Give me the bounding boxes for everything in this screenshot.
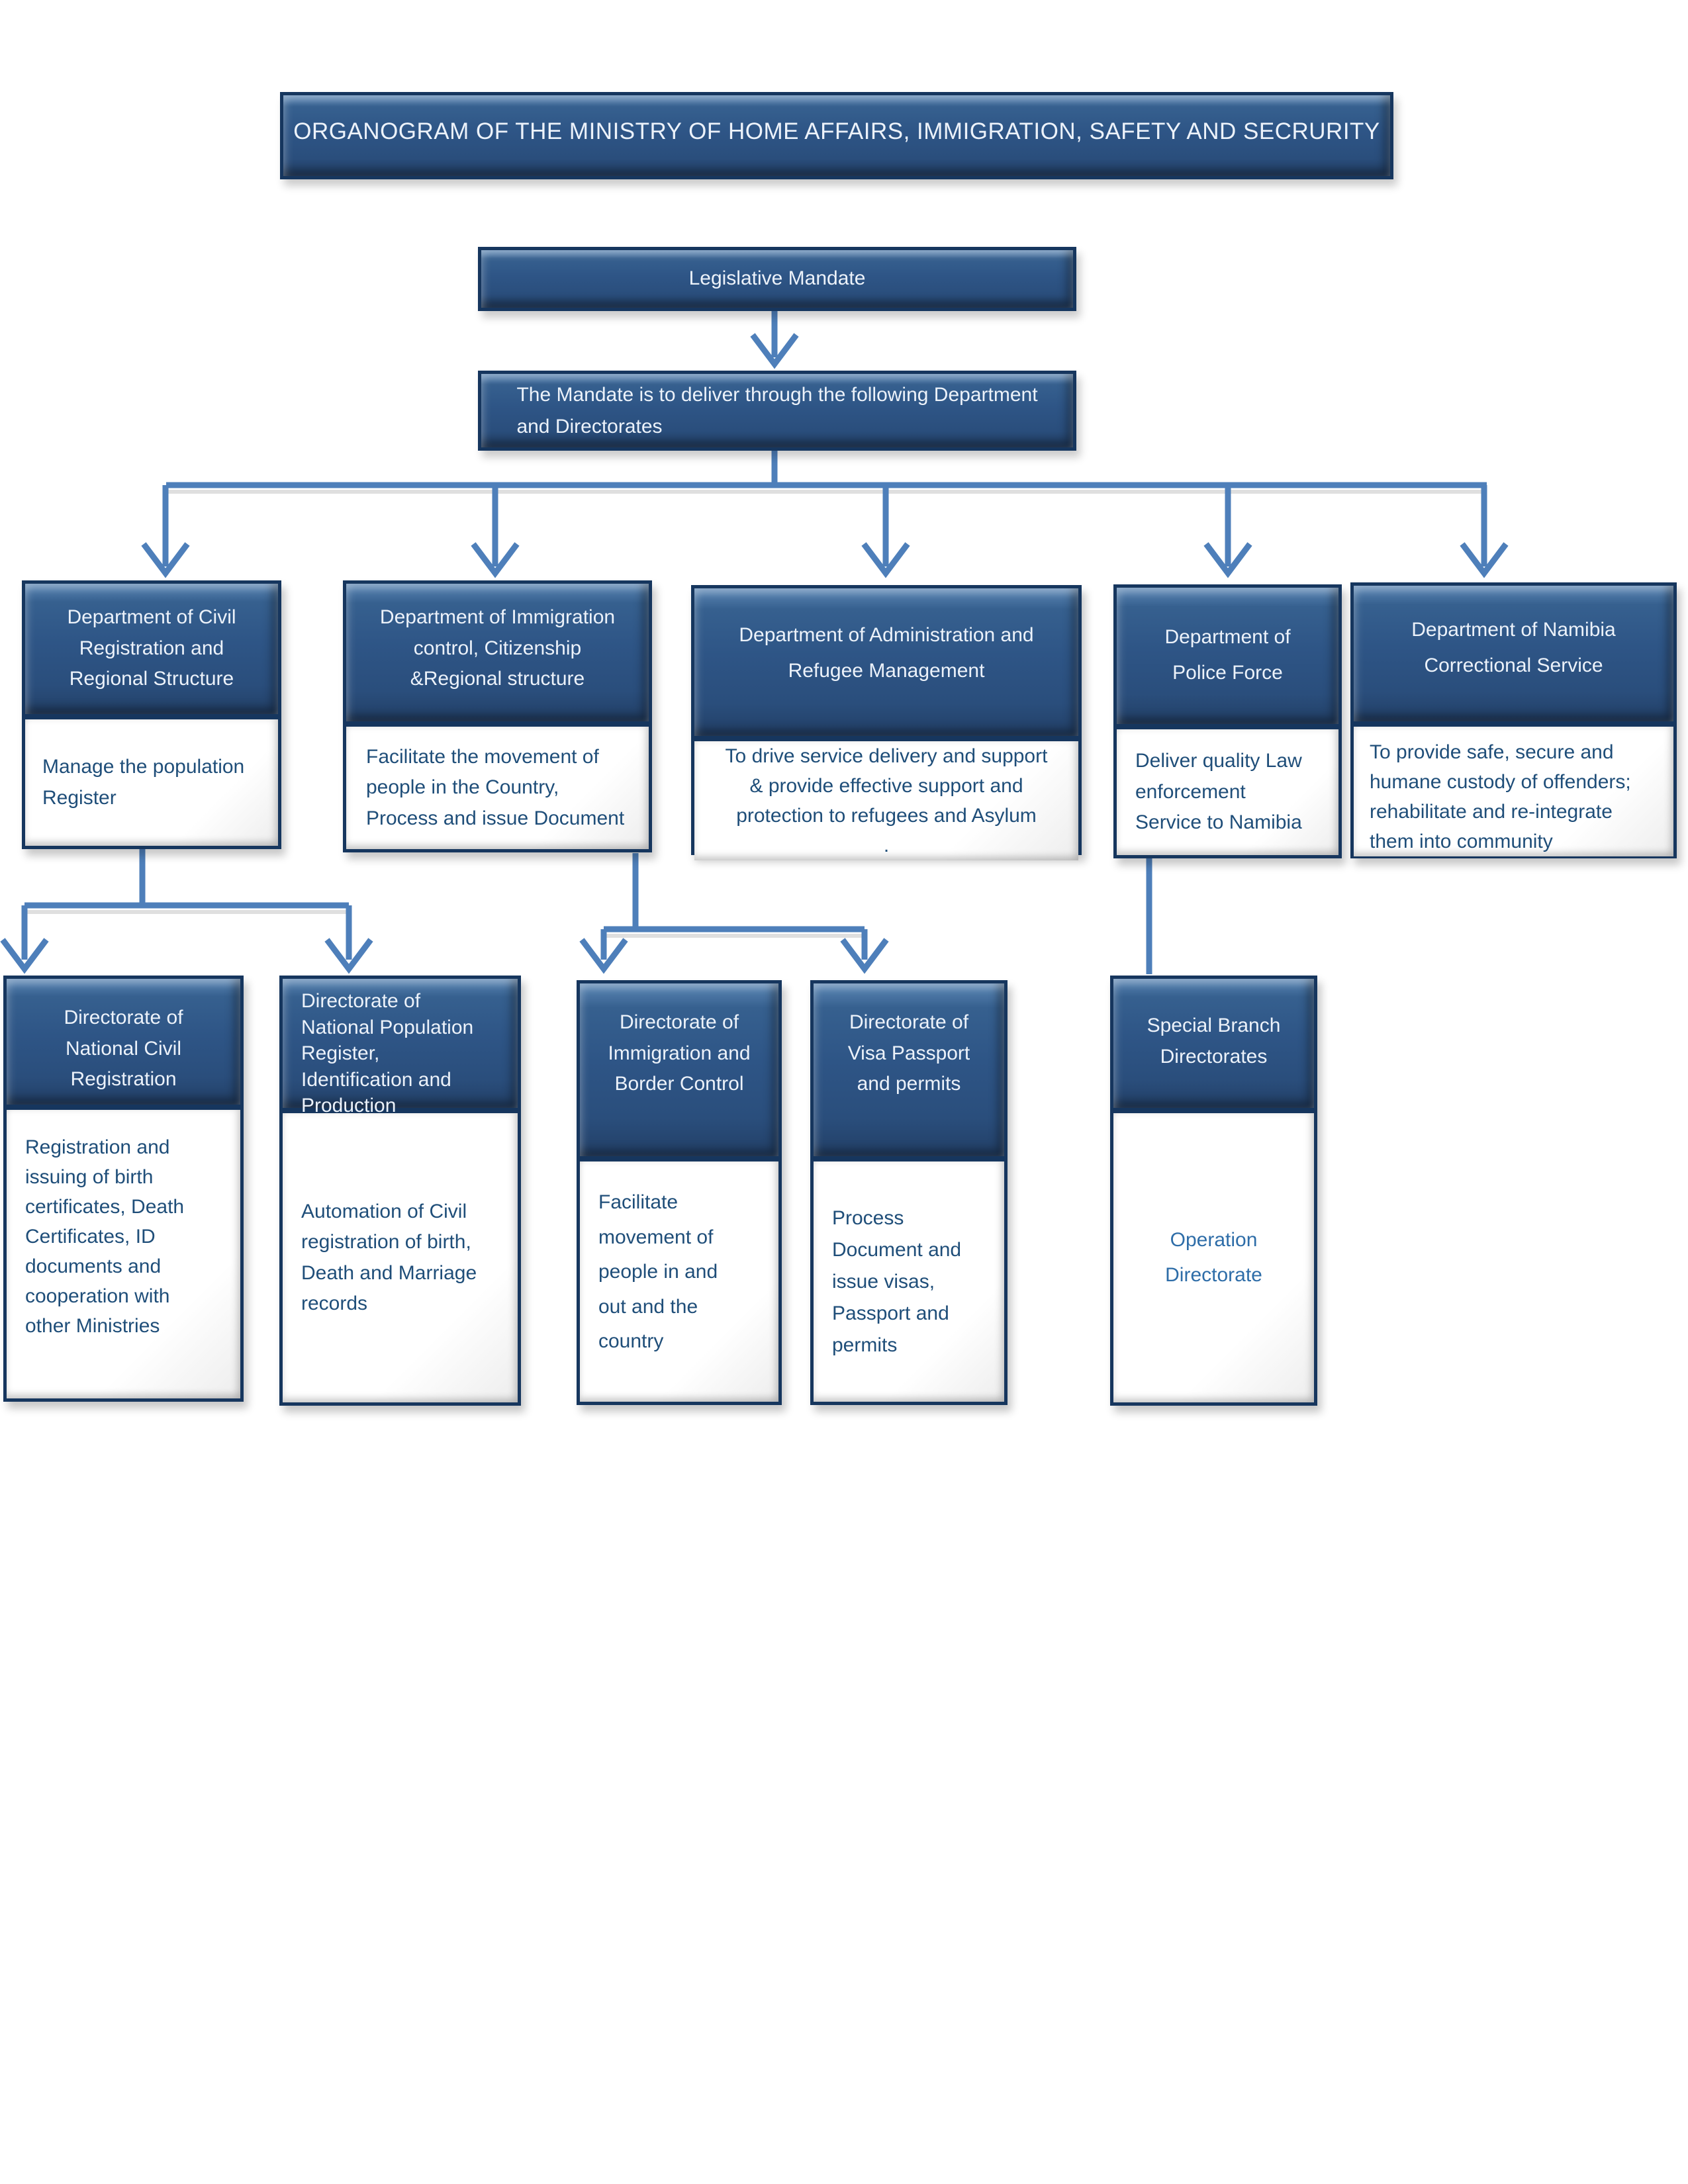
- dir-immigration-border-control-mandate: Facilitate movement of people in and out…: [598, 1191, 718, 1352]
- dept-administration-refugee-header: Department of Administration and Refugee…: [739, 624, 1034, 682]
- dir-national-civil-registration-header: Directorate of National Civil Registrati…: [64, 1007, 183, 1090]
- arrow-legislative-to-delivery: [750, 310, 799, 369]
- dept-civil-registration-header: Department of Civil Registration and Reg…: [67, 606, 236, 690]
- dept-civil-registration-mandate: Manage the population Register: [42, 756, 245, 809]
- dir-immigration-border-control: Directorate of Immigration and Border Co…: [577, 980, 782, 1405]
- dept-namibia-correctional-header: Department of Namibia Correctional Servi…: [1411, 619, 1616, 676]
- dir-visa-passport-permits-header: Directorate of Visa Passport and permits: [847, 1011, 970, 1095]
- mandate-delivery-box: The Mandate is to deliver through the fo…: [478, 371, 1076, 451]
- dir-special-branch: Special Branch Directorates Operation Di…: [1110, 976, 1317, 1406]
- dept-police-force: Department of Police Force Deliver quali…: [1113, 584, 1342, 858]
- dept-immigration-control-mandate: Facilitate the movement of people in the…: [366, 745, 625, 829]
- dir-national-civil-registration-mandate: Registration and issuing of birth certif…: [25, 1136, 185, 1337]
- dept-namibia-correctional-mandate: To provide safe, secure and humane custo…: [1370, 741, 1631, 852]
- organogram-title-box: ORGANOGRAM OF THE MINISTRY OF HOME AFFAI…: [280, 92, 1393, 179]
- dir-national-population-register-header: Directorate of National Population Regis…: [301, 990, 474, 1117]
- connector-dept2-directorates: [579, 853, 889, 974]
- dept-administration-refugee-mandate: To drive service delivery and support & …: [725, 745, 1048, 856]
- dir-national-population-register: Directorate of National Population Regis…: [279, 976, 521, 1406]
- dept-namibia-correctional: Department of Namibia Correctional Servi…: [1350, 582, 1677, 858]
- dept-administration-refugee: Department of Administration and Refugee…: [691, 585, 1082, 860]
- dir-immigration-border-control-header: Directorate of Immigration and Border Co…: [608, 1011, 751, 1095]
- connector-dept1-directorates: [0, 849, 373, 974]
- operation-directorate-label: Operation Directorate: [1165, 1229, 1262, 1286]
- dept-police-force-header: Department of Police Force: [1164, 626, 1291, 684]
- dir-national-population-register-mandate: Automation of Civil registration of birt…: [301, 1200, 477, 1315]
- dir-national-civil-registration: Directorate of National Civil Registrati…: [3, 976, 244, 1402]
- arrow-to-dept-1: [141, 485, 190, 578]
- legislative-mandate-box: Legislative Mandate: [478, 247, 1076, 311]
- dept-immigration-control-header: Department of Immigration control, Citiz…: [379, 606, 616, 690]
- dept-police-force-mandate: Deliver quality Law enforcement Service …: [1135, 750, 1302, 834]
- arrow-to-dept-3: [861, 485, 910, 578]
- dir-visa-passport-permits: Directorate of Visa Passport and permits…: [810, 980, 1008, 1405]
- dir-special-branch-header: Special Branch Directorates: [1147, 1015, 1281, 1068]
- mandate-delivery-label: The Mandate is to deliver through the fo…: [516, 383, 1038, 437]
- arrow-to-dept-5: [1460, 485, 1509, 578]
- dept-immigration-control: Department of Immigration control, Citiz…: [343, 580, 652, 852]
- arrow-to-dept-2: [471, 485, 520, 578]
- arrow-to-dept-4: [1203, 485, 1252, 578]
- dept-civil-registration: Department of Civil Registration and Reg…: [22, 580, 281, 849]
- organogram-title: ORGANOGRAM OF THE MINISTRY OF HOME AFFAI…: [293, 118, 1380, 144]
- dir-visa-passport-permits-mandate: Process Document and issue visas, Passpo…: [832, 1206, 962, 1356]
- legislative-mandate-label: Legislative Mandate: [688, 267, 866, 290]
